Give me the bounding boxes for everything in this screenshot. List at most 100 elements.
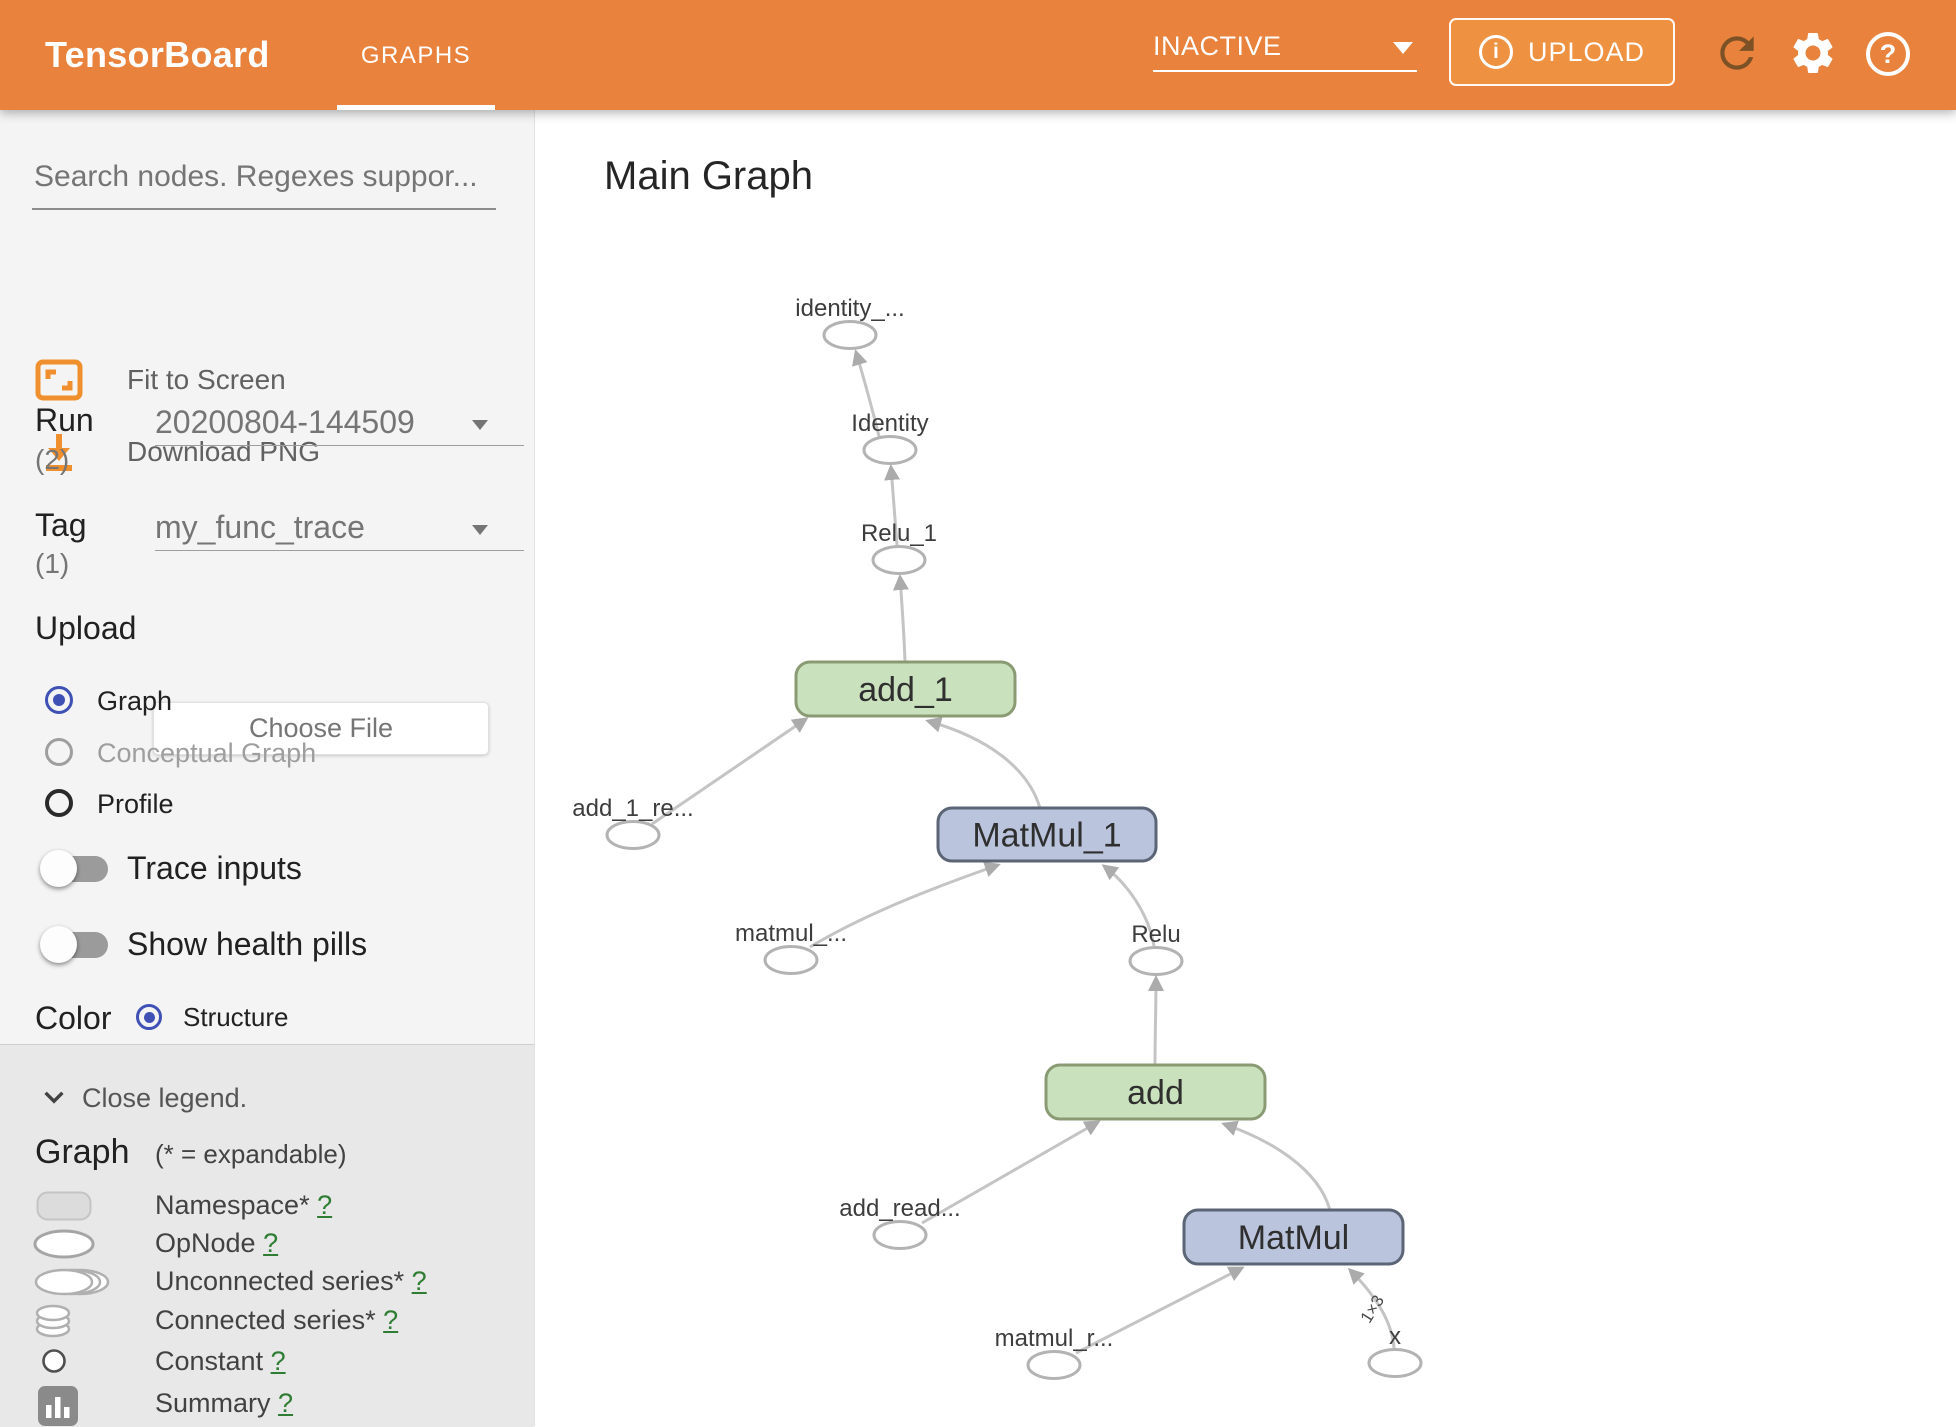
node-add_1_re...[interactable]: [605, 820, 661, 850]
help-link[interactable]: ?: [317, 1190, 333, 1220]
color-by-label: Color: [35, 1000, 112, 1036]
node-Identity[interactable]: [862, 435, 918, 465]
node-add_1[interactable]: [794, 660, 1017, 718]
node-MatMul[interactable]: [1182, 1208, 1405, 1266]
help-link[interactable]: ?: [270, 1346, 286, 1376]
view-option-profile[interactable]: Profile: [0, 787, 534, 823]
close-legend-button[interactable]: Close legend.: [40, 1083, 247, 1117]
show-health-pills-row: Show health pills: [0, 922, 534, 966]
node-add[interactable]: [1044, 1063, 1267, 1121]
view-option-label: Profile: [97, 789, 174, 819]
search-input[interactable]: [32, 160, 496, 210]
view-option-label: Conceptual Graph: [97, 738, 317, 768]
radio-unselected-icon: [45, 738, 73, 766]
node-label: MatMul_1: [972, 817, 1121, 855]
edge-MatMul_1-to-add_1: [925, 716, 1042, 809]
upload-button[interactable]: i UPLOAD: [1449, 18, 1675, 86]
node-label: matmul_r...: [995, 1325, 1114, 1352]
color-structure-radio[interactable]: [136, 1004, 162, 1030]
trace-inputs-label: Trace inputs: [127, 850, 302, 886]
node-label: identity_...: [795, 295, 904, 322]
run-select[interactable]: 20200804-144509: [155, 402, 524, 446]
node-label: x: [1389, 1323, 1401, 1350]
edge-x-to-MatMul: [1347, 1267, 1396, 1349]
edge-add_1-to-Relu_1: [892, 574, 909, 663]
node-label: add_read...: [839, 1195, 960, 1222]
node-identity_...[interactable]: [822, 320, 878, 350]
edge-Identity-to-identity_...: [852, 349, 883, 445]
upload-button-label: UPLOAD: [1527, 36, 1646, 67]
node-label: MatMul: [1238, 1219, 1349, 1257]
color-by-row: Color Structure: [0, 1000, 534, 1040]
choose-file-button[interactable]: Choose File: [153, 702, 489, 755]
show-health-pills-toggle-thumb[interactable]: [40, 926, 77, 963]
chevron-down-icon: [472, 420, 488, 430]
run-count: (2): [35, 444, 70, 475]
upload-field-label: Upload: [35, 610, 137, 646]
graph-svg: identity_...IdentityRelu_1add_1_re...mat…: [572, 295, 1423, 1380]
legend-label: Connected series*: [155, 1305, 376, 1335]
legend-item-summary: Summary ?: [0, 1385, 534, 1426]
info-icon: i: [1478, 35, 1513, 69]
status-dropdown[interactable]: INACTIVE: [1153, 26, 1417, 72]
legend-panel: Close legend. Graph (* = expandable) Nam…: [0, 1044, 534, 1427]
edge-add-to-Relu: [1147, 975, 1164, 1066]
namespace-icon: [36, 1191, 92, 1221]
help-icon[interactable]: ?: [1866, 32, 1910, 76]
view-option-label: Graph: [97, 686, 173, 716]
node-x[interactable]: [1367, 1348, 1423, 1378]
chevron-down-icon: [1393, 42, 1413, 54]
tab-graphs[interactable]: GRAPHS: [360, 42, 472, 69]
node-matmul_...[interactable]: [763, 945, 819, 975]
show-health-pills-label: Show health pills: [127, 926, 368, 962]
color-structure-label: Structure: [183, 1002, 289, 1032]
node-label: add: [1127, 1074, 1184, 1112]
app-title: TensorBoard: [45, 34, 270, 75]
status-dropdown-value: INACTIVE: [1153, 31, 1282, 61]
legend-label: Unconnected series*: [155, 1266, 405, 1296]
download-png-label: Download PNG: [127, 436, 320, 467]
node-label: Relu_1: [861, 520, 937, 547]
view-option-graph[interactable]: Graph: [0, 684, 534, 720]
fit-to-screen-label: Fit to Screen: [127, 364, 286, 395]
trace-inputs-toggle-thumb[interactable]: [40, 850, 77, 887]
radio-unselected-icon: [45, 789, 73, 817]
legend-label: OpNode: [155, 1228, 256, 1258]
edge-matmul_...-to-MatMul_1: [809, 861, 1001, 949]
help-link[interactable]: ?: [263, 1228, 279, 1258]
edge-add_1_re...-to-add_1: [651, 717, 809, 826]
run-select-value: 20200804-144509: [155, 404, 415, 440]
edge-matmul_r...-to-MatMul: [1075, 1266, 1245, 1355]
legend-item-unconnected-series: Unconnected series* ?: [0, 1263, 534, 1301]
refresh-icon[interactable]: [1712, 28, 1762, 78]
gear-icon[interactable]: [1788, 28, 1838, 78]
legend-heading: Graph: [35, 1133, 130, 1171]
sidebar: Fit to Screen Download PNG Run (2) 20200…: [0, 110, 535, 1427]
tag-select[interactable]: my_func_trace: [155, 507, 524, 551]
fit-to-screen-button[interactable]: Fit to Screen: [0, 356, 534, 404]
node-Relu_1[interactable]: [871, 545, 927, 575]
run-label: Run: [35, 402, 94, 438]
legend-item-namespace: Namespace* ?: [0, 1187, 534, 1225]
connected-series-icon: [35, 1304, 71, 1338]
app-header: TensorBoard GRAPHS INACTIVE i UPLOAD ?: [0, 0, 1956, 110]
legend-item-connected-series: Connected series* ?: [0, 1302, 534, 1340]
tag-label: Tag: [35, 507, 87, 543]
node-MatMul_1[interactable]: [936, 806, 1158, 863]
view-option-conceptual-graph[interactable]: Conceptual Graph: [0, 736, 534, 772]
node-label: Relu: [1131, 921, 1180, 948]
help-link[interactable]: ?: [411, 1266, 427, 1296]
node-label: add_1_re...: [572, 795, 693, 822]
node-Relu[interactable]: [1128, 946, 1184, 976]
edge-add_read...-to-add: [921, 1120, 1101, 1225]
summary-icon: [38, 1386, 78, 1426]
help-link[interactable]: ?: [383, 1305, 399, 1335]
download-png-button[interactable]: Download PNG: [0, 428, 534, 476]
unconnected-series-icon: [34, 1268, 110, 1296]
node-matmul_r...[interactable]: [1026, 1350, 1082, 1380]
tag-count: (1): [35, 548, 70, 579]
node-add_read...[interactable]: [872, 1220, 928, 1250]
help-link[interactable]: ?: [278, 1388, 294, 1418]
edge-MatMul-to-add: [1221, 1120, 1332, 1211]
